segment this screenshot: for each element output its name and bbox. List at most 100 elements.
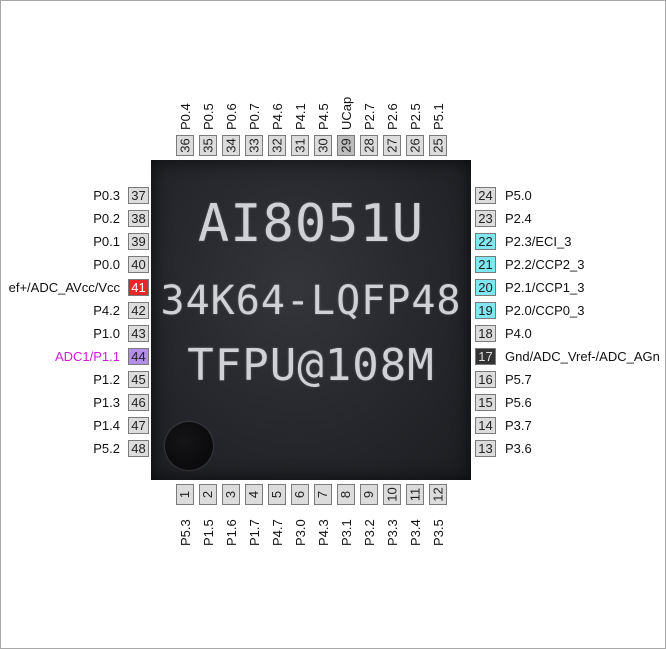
pin-label: P4.5 [316, 92, 331, 130]
pin-number: 30 [315, 138, 331, 153]
pin-number: 6 [292, 490, 308, 499]
pin-number-box: 15 [475, 394, 496, 411]
pin-number: 34 [223, 138, 239, 153]
pin-number: 36 [177, 138, 193, 153]
pin-number-box: 32 [268, 135, 286, 156]
pin-number: 31 [292, 138, 308, 153]
pin-number: 27 [384, 138, 400, 153]
pin-label: P0.6 [224, 92, 239, 130]
pin-number-box: 22 [475, 233, 496, 250]
pin-label: P3.1 [339, 510, 354, 546]
pin-label: P0.7 [247, 92, 262, 130]
pin-label: P5.7 [505, 372, 532, 387]
pin-label-text: P1.5 [201, 519, 216, 546]
pin-number: 7 [315, 490, 331, 499]
pin-number-box: 27 [383, 135, 401, 156]
pin-label-text: P2.6 [385, 103, 400, 130]
pin-label: P0.2 [93, 211, 120, 226]
pin-label: P2.7 [362, 92, 377, 130]
pin-label: P0.5 [201, 92, 216, 130]
pin-label-text: P1.6 [224, 519, 239, 546]
pin-label: P3.3 [385, 510, 400, 546]
pin-label: P1.3 [93, 395, 120, 410]
pin-number-box: 16 [475, 371, 496, 388]
pin-label: P4.6 [270, 92, 285, 130]
pin-number-box: 20 [475, 279, 496, 296]
pin-number-box: 37 [128, 187, 149, 204]
pin-label: Gnd/ADC_Vref-/ADC_AGn [505, 349, 660, 364]
pin-number: 25 [430, 138, 446, 153]
pin-label: P0.3 [93, 188, 120, 203]
pin-label: P1.2 [93, 372, 120, 387]
pin-number-box: 44 [128, 348, 149, 365]
pin-label: P2.4 [505, 211, 532, 226]
pin-label: P4.3 [316, 510, 331, 546]
pin-label-text: P0.7 [247, 103, 262, 130]
pin-number-box: 25 [429, 135, 447, 156]
pin-label: P4.0 [505, 326, 532, 341]
pin-number-box: 47 [128, 417, 149, 434]
pin-label-text: P3.2 [362, 519, 377, 546]
pin-label-text: P0.4 [178, 103, 193, 130]
pin-number-box: 41 [128, 279, 149, 296]
pin-number-box: 35 [199, 135, 217, 156]
pin-label: P0.0 [93, 257, 120, 272]
pin-number-box: 30 [314, 135, 332, 156]
pin-label: ADC1/P1.1 [54, 349, 120, 364]
pin-number-box: 31 [291, 135, 309, 156]
pin-number-box: 48 [128, 440, 149, 457]
pin-label: P0.1 [93, 234, 120, 249]
pin-label: P2.3/ECI_3 [505, 234, 572, 249]
pin-number: 32 [269, 138, 285, 153]
pin-label: P5.0 [505, 188, 532, 203]
pin-label: P3.4 [408, 510, 423, 546]
pin-number: 3 [223, 490, 239, 499]
pin-number-box: 43 [128, 325, 149, 342]
pin-number-box: 36 [176, 135, 194, 156]
pin-label: P5.3 [178, 510, 193, 546]
pin-number-box: 19 [475, 302, 496, 319]
pin-label: P3.2 [362, 510, 377, 546]
pin-number: 28 [361, 138, 377, 153]
chip-body: AI8051U 34K64-LQFP48 TFPU@108M [151, 160, 471, 480]
pin-label-text: UCap [339, 96, 354, 130]
pin-number-box: 7 [314, 484, 332, 505]
pin-label-text: P5.3 [178, 519, 193, 546]
pin-number: 9 [361, 490, 377, 499]
pin-number: 8 [338, 490, 354, 499]
pin-label: P1.6 [224, 510, 239, 546]
pin-number-box: 40 [128, 256, 149, 273]
pin-label: P2.1/CCP1_3 [505, 280, 585, 295]
pin-label: P5.1 [431, 92, 446, 130]
pin-number-box: 46 [128, 394, 149, 411]
pin-label: P1.5 [201, 510, 216, 546]
pin-number-box: 2 [199, 484, 217, 505]
pin-number: 4 [246, 490, 262, 499]
pin-number: 35 [200, 138, 216, 153]
pin-number-box: 11 [406, 484, 424, 505]
pin-number: 29 [338, 138, 354, 153]
chip-marking-model: AI8051U [197, 194, 425, 254]
pin-label: ef+/ADC_AVcc/Vcc [8, 280, 120, 295]
pin-label: P0.4 [178, 92, 193, 130]
pin-number: 1 [177, 490, 193, 499]
pin-label: P2.2/CCP2_3 [505, 257, 585, 272]
pin-label-text: P2.7 [362, 103, 377, 130]
pin-label-text: P2.5 [408, 103, 423, 130]
pin-label-text: P4.1 [293, 103, 308, 130]
pin-label-text: P3.0 [293, 519, 308, 546]
pin-label: P4.1 [293, 92, 308, 130]
pin-label: P1.0 [93, 326, 120, 341]
pin-label: P3.7 [505, 418, 532, 433]
pin-label-text: P3.4 [408, 519, 423, 546]
chip-marking-speed: TFPU@108M [187, 340, 435, 391]
pin-number-box: 38 [128, 210, 149, 227]
pin-label: P5.2 [93, 441, 120, 456]
pin-number-box: 12 [429, 484, 447, 505]
pin-label-text: P0.6 [224, 103, 239, 130]
pin-number-box: 42 [128, 302, 149, 319]
pin-label-text: P3.1 [339, 519, 354, 546]
pin-label-text: P4.6 [270, 103, 285, 130]
pin-label-text: P3.3 [385, 519, 400, 546]
pin-number: 5 [269, 490, 285, 499]
